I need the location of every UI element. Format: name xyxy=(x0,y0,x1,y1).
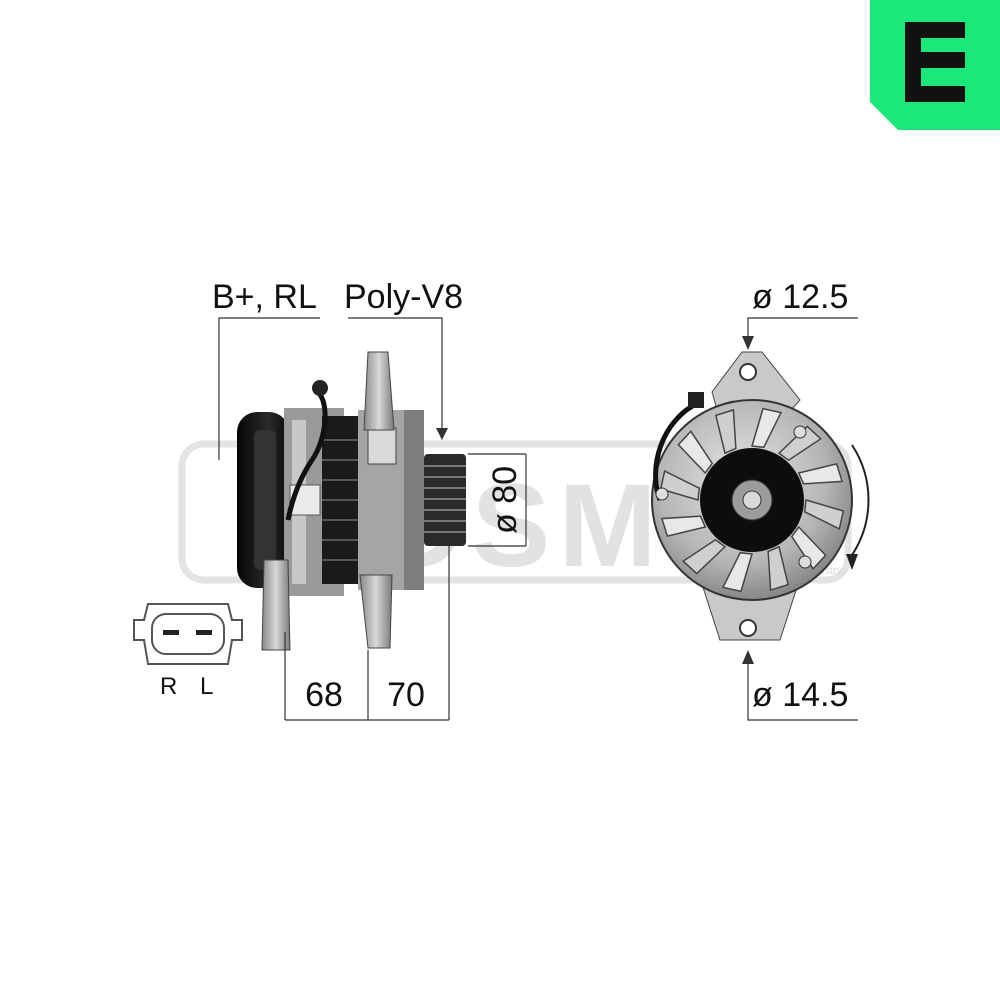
plug-pin-right: L xyxy=(200,673,213,700)
top-hole-arrow-icon xyxy=(742,336,754,350)
top-hole-label: ø 12.5 xyxy=(752,278,848,316)
fan-blade xyxy=(790,525,827,570)
alternator-side-view xyxy=(237,351,466,651)
rotation-arc xyxy=(851,444,870,556)
fan-blade xyxy=(803,499,845,531)
fan-blade xyxy=(721,551,753,593)
fan-blade xyxy=(767,545,790,592)
pulley-arrow-icon xyxy=(436,428,448,440)
connector-label: B+, RL xyxy=(212,278,317,316)
fan-blade xyxy=(751,407,783,449)
side-dimension-lines xyxy=(218,317,527,721)
fan-blade xyxy=(682,538,727,575)
front-dimension-lines xyxy=(747,317,858,721)
bottom-hole-label: ø 14.5 xyxy=(752,676,848,714)
plug-pin-left: R xyxy=(160,673,177,700)
brand-logo xyxy=(870,0,1000,130)
fan-blade xyxy=(659,469,701,501)
pulley-diameter-label: ø 80 xyxy=(486,466,524,534)
rotation-arrow-icon xyxy=(846,554,858,570)
bottom-hole-arrow-icon xyxy=(742,650,754,664)
dim-rear-label: 68 xyxy=(305,676,343,714)
plug-connector-icon xyxy=(133,603,243,665)
logo-e-icon xyxy=(905,22,965,102)
alternator-front-view xyxy=(651,351,853,641)
pulley-label: Poly-V8 xyxy=(344,278,463,316)
fan-blade xyxy=(714,408,737,455)
fan-blade xyxy=(660,515,707,538)
fan-blade xyxy=(797,462,844,485)
fan-blade xyxy=(677,430,714,475)
fan-blades xyxy=(659,407,845,593)
dim-front-label: 70 xyxy=(387,676,425,714)
